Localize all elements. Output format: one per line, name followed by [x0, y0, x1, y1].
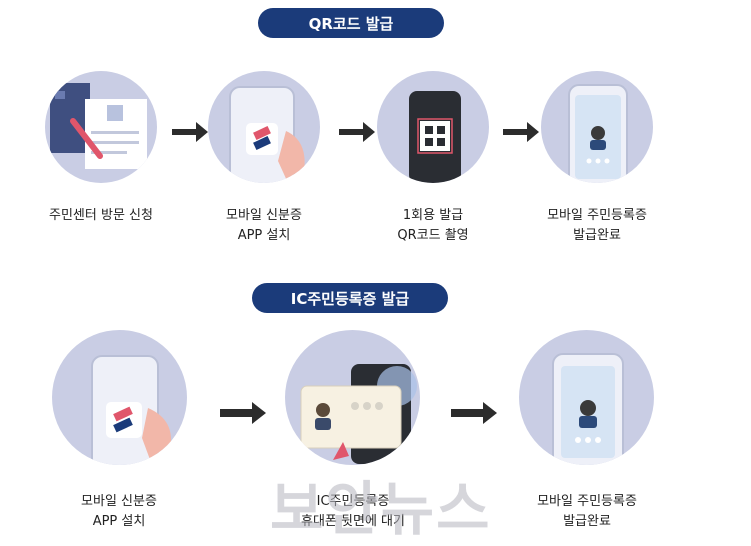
- phone-app-install-icon: [229, 86, 305, 183]
- ic-section-title-text: IC주민등록증 발급: [290, 289, 410, 308]
- arrow-right-icon: [339, 122, 375, 142]
- qr-scan-icon: [409, 91, 461, 183]
- qr-section-title: QR코드 발급: [258, 8, 444, 38]
- ic-card-tap-icon: [300, 364, 417, 464]
- qr-step-4-illustration: [541, 71, 653, 183]
- qr-step-3-label: 1회용 발급 QR코드 촬영: [363, 206, 503, 246]
- arrow-right-icon: [451, 402, 497, 424]
- qr-step-2-illustration: [208, 71, 320, 183]
- watermark: 보안뉴스: [270, 475, 492, 543]
- arrow-right-icon: [172, 122, 208, 142]
- qr-step-4-line1: 모바일 주민등록증: [547, 208, 647, 223]
- ic-step-2-line1: IC주민등록증: [316, 494, 390, 509]
- ic-section-title: IC주민등록증 발급: [252, 283, 448, 313]
- arrow-right-icon: [503, 122, 539, 142]
- application-form-icon: [50, 83, 147, 169]
- qr-step-2-line1: 모바일 신분증: [226, 208, 302, 223]
- qr-step-1-illustration: [45, 71, 157, 183]
- ic-step-3-line2: 발급완료: [563, 514, 611, 529]
- arrow-right-icon: [220, 402, 266, 424]
- ic-step-2-illustration: [285, 330, 420, 465]
- qr-step-4-label: 모바일 주민등록증 발급완료: [527, 206, 667, 246]
- qr-step-4-line2: 발급완료: [573, 228, 621, 243]
- qr-step-3-line2: QR코드 촬영: [397, 228, 469, 243]
- qr-section-title-text: QR코드 발급: [308, 14, 394, 33]
- ic-step-1-illustration: [52, 330, 187, 465]
- ic-step-3-label: 모바일 주민등록증 발급완료: [517, 492, 657, 532]
- qr-step-3-illustration: [377, 71, 489, 183]
- ic-step-1-label: 모바일 신분증 APP 설치: [49, 492, 189, 532]
- ic-step-2-line2: 휴대폰 뒷면에 대기: [301, 514, 405, 529]
- ic-step-2-label: IC주민등록증 휴대폰 뒷면에 대기: [283, 492, 423, 532]
- ic-step-1-line1: 모바일 신분증: [81, 494, 157, 509]
- ic-step-3-illustration: [519, 330, 654, 465]
- mobile-id-complete-icon: [568, 84, 628, 183]
- phone-app-install-icon: [91, 355, 172, 465]
- ic-step-3-line1: 모바일 주민등록증: [537, 494, 637, 509]
- mobile-id-complete-icon: [552, 353, 624, 465]
- qr-step-1-line1: 주민센터 방문 신청: [49, 208, 153, 223]
- qr-step-2-line2: APP 설치: [237, 228, 291, 243]
- qr-step-1-label: 주민센터 방문 신청: [31, 206, 171, 226]
- ic-step-1-line2: APP 설치: [92, 514, 146, 529]
- qr-step-3-line1: 1회용 발급: [402, 208, 464, 223]
- qr-step-2-label: 모바일 신분증 APP 설치: [194, 206, 334, 246]
